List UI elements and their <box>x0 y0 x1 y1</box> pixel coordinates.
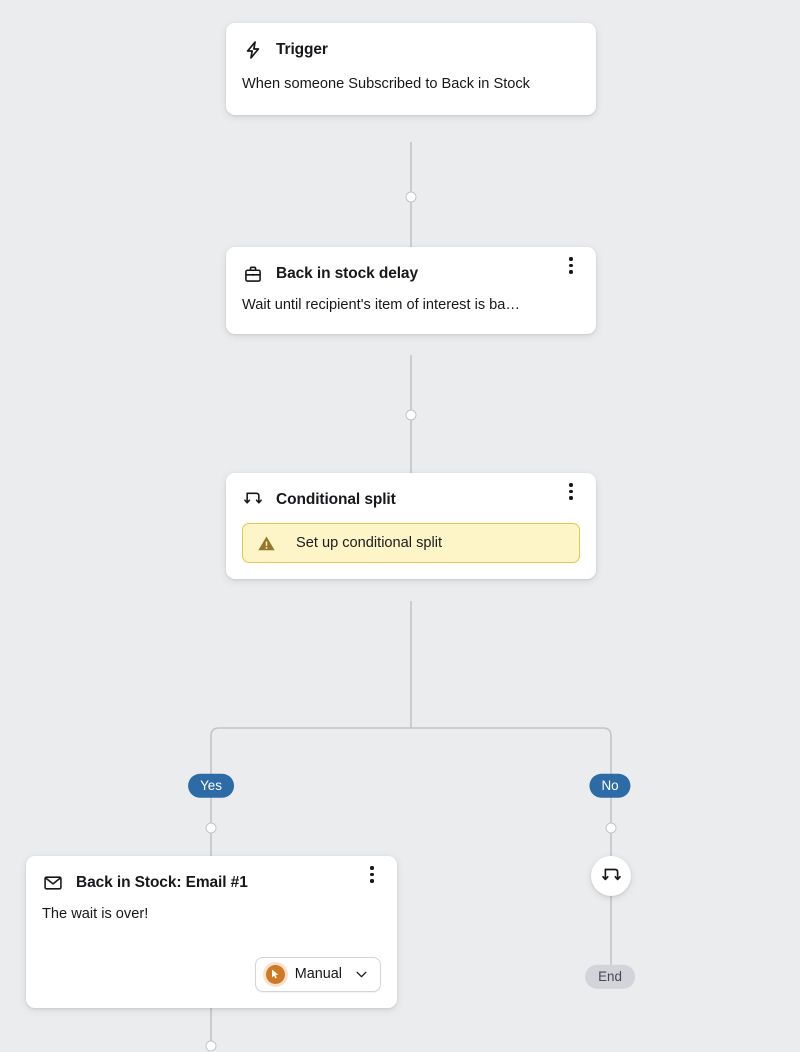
no-branch-split-node[interactable] <box>591 856 631 896</box>
email-card-header: Back in Stock: Email #1 <box>26 856 397 893</box>
send-mode-label: Manual <box>294 966 342 983</box>
connector-dot-yes-branch[interactable] <box>205 822 217 834</box>
warning-triangle-icon <box>257 534 276 553</box>
delay-card-body: Wait until recipient's item of interest … <box>242 297 521 313</box>
briefcase-icon <box>242 263 263 284</box>
email-card-title: Back in Stock: Email #1 <box>76 873 248 891</box>
node-card-conditional-split[interactable]: Conditional split Set up conditional spl… <box>226 473 596 579</box>
connector-dot-delay-split[interactable] <box>405 409 417 421</box>
lightning-bolt-icon <box>242 39 263 60</box>
conditional-split-card-menu-button[interactable] <box>560 481 582 503</box>
email-card-menu-button[interactable] <box>361 864 383 886</box>
delay-card-title: Back in stock delay <box>276 264 418 282</box>
node-card-trigger[interactable]: Trigger When someone Subscribed to Back … <box>226 23 596 115</box>
email-send-mode-row: Manual <box>26 956 397 1008</box>
node-card-email[interactable]: Back in Stock: Email #1 The wait is over… <box>26 856 397 1008</box>
chevron-down-icon <box>354 967 369 982</box>
setup-conditional-split-label: Set up conditional split <box>296 535 443 551</box>
end-badge: End <box>585 964 635 990</box>
split-arrows-icon <box>242 489 263 510</box>
connector-dot-no-branch[interactable] <box>605 822 617 834</box>
send-mode-select[interactable]: Manual <box>254 956 381 992</box>
trigger-card-header: Trigger <box>226 23 596 60</box>
trigger-card-title: Trigger <box>276 40 328 58</box>
branch-label-no[interactable]: No <box>589 773 631 799</box>
setup-conditional-split-banner[interactable]: Set up conditional split <box>242 523 580 563</box>
envelope-icon <box>42 872 63 893</box>
node-card-back-in-stock-delay[interactable]: Back in stock delay Wait until recipient… <box>226 247 596 334</box>
email-card-body: The wait is over! <box>42 906 149 922</box>
split-arrows-icon <box>601 866 622 887</box>
branch-label-yes[interactable]: Yes <box>188 773 234 799</box>
conditional-split-card-header: Conditional split <box>226 473 596 510</box>
connector-dot-trigger-delay[interactable] <box>405 191 417 203</box>
conditional-split-card-title: Conditional split <box>276 490 396 508</box>
delay-card-header: Back in stock delay <box>226 247 596 284</box>
trigger-card-body: When someone Subscribed to Back in Stock <box>242 76 530 92</box>
delay-card-menu-button[interactable] <box>560 255 582 277</box>
cursor-pointer-icon <box>265 964 285 984</box>
connector-dot-email-next[interactable] <box>205 1040 217 1052</box>
